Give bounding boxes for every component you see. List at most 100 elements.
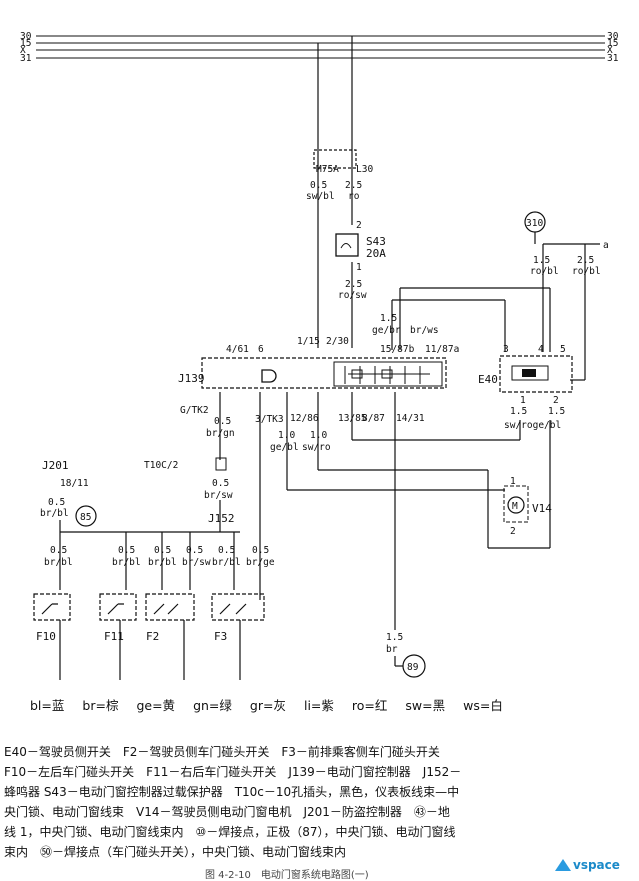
legend-item: gr=灰 <box>249 698 286 713</box>
pin-label: 1 <box>520 395 526 406</box>
pin-label: 8/87 <box>362 413 385 424</box>
wire-size: 0.5 <box>154 545 171 556</box>
pin-label: 3/TK3 <box>255 414 284 425</box>
legend-item: br=棕 <box>82 698 119 713</box>
controller-j139: J139 4/61 6 1/15 2/30 15/87b 11/87a G/TK… <box>178 336 459 425</box>
bus-labels-left: 30 15 X 31 <box>20 31 32 64</box>
wire-l30-label: L30 <box>356 164 373 175</box>
watermark-logo: vspace <box>555 858 620 872</box>
controller-j139-label: J139 <box>178 372 205 385</box>
ground-85: 85 <box>75 505 97 527</box>
logo-triangle-icon <box>555 859 571 871</box>
wire-size: 0.5 <box>252 545 269 556</box>
motor-symbol: M <box>512 501 518 512</box>
ground-85-label: 85 <box>80 512 91 523</box>
door-switches <box>33 593 265 680</box>
component-notes: E40－驾驶员侧开关 F2－驾驶员侧车门碰头开关 F3－前排乘客侧车门碰头开关 … <box>4 742 634 862</box>
bus-label-right: 31 <box>607 53 619 64</box>
bus-label-right: 15 <box>607 38 618 49</box>
fuse-rating: 20A <box>366 247 386 260</box>
bus-label-left: 31 <box>20 53 32 64</box>
switch-f10-label: F10 <box>36 630 56 643</box>
legend-item: sw=黑 <box>405 698 446 713</box>
note-line: E40－驾驶员侧开关 F2－驾驶员侧车门碰头开关 F3－前排乘客侧车门碰头开关 <box>4 745 440 759</box>
legend-item: gn=绿 <box>193 698 232 713</box>
switch-e40: E40 3 4 5 1 2 <box>478 344 573 406</box>
pin-label: 4/61 <box>226 344 249 355</box>
pin-label: 2/30 <box>326 336 349 347</box>
bus-labels-right: 30 15 X 31 <box>607 31 619 64</box>
note-line: 蜂鸣器 S43－电动门窗控制器过载保护器 T10c－10孔插头，黑色，仪表板线束… <box>4 785 460 799</box>
connector-t10c-label: T10C/2 <box>144 460 178 471</box>
wire-color: br/bl <box>40 508 69 519</box>
wire-size: 1.0 <box>278 430 295 441</box>
branch-wire-labels: 0.5 br/bl 0.5 br/bl 0.5 br/bl 0.5 br/sw … <box>44 545 275 568</box>
bus-label-right: 30 <box>607 31 619 42</box>
ground-89-label: 89 <box>407 662 419 673</box>
feed-wires <box>313 36 357 348</box>
wire-size: 2.5 <box>345 180 362 191</box>
legend-item: bl=蓝 <box>30 698 65 713</box>
bus-label-left: 30 <box>20 31 32 42</box>
fuse-pin: 2 <box>356 220 362 231</box>
pin-label: 2 <box>510 526 516 537</box>
wire-size: 0.5 <box>48 497 65 508</box>
wire-color: br/ws <box>410 325 439 336</box>
wiring-diagram: 30 15 X 31 30 15 X 31 M75A L30 0.5 sw/bl… <box>20 31 619 680</box>
module-j201-pins: 18/11 <box>60 478 89 489</box>
note-line: 束内 ㊿－焊接点（车门碰头开关），中央门锁、电动门窗线束内 <box>4 845 347 859</box>
wire-colors: sw/roge/bl <box>504 420 561 431</box>
wire-size: 2.5 <box>345 279 362 290</box>
switch-e40-label: E40 <box>478 373 498 386</box>
motor-v14: M V14 1 2 <box>503 476 552 537</box>
legend-item: ro=红 <box>351 698 388 713</box>
wire-color: ro/bl <box>530 266 559 277</box>
wire-size: 0.5 <box>186 545 203 556</box>
connector-a: a <box>603 240 609 251</box>
wire-color: ro/bl <box>572 266 601 277</box>
note-line: F10－左后车门碰头开关 F11－右后车门碰头开关 J139－电动门窗控制器 J… <box>4 765 462 779</box>
pin-label: 4 <box>538 344 544 355</box>
pin-label: 15/87b <box>380 344 415 355</box>
wire-m75a-label: M75A <box>316 164 339 175</box>
wire-color: ro <box>348 191 360 202</box>
motor-v14-label: V14 <box>532 502 552 515</box>
pin-label: 12/86 <box>290 413 319 424</box>
wire-size: 2.5 <box>577 255 594 266</box>
module-j201-label: J201 <box>42 459 69 472</box>
switch-f2-label: F2 <box>146 630 159 643</box>
wire-size: 0.5 <box>50 545 67 556</box>
legend-item: ws=白 <box>463 698 503 713</box>
wire-size: 1.5 <box>548 406 565 417</box>
wire-size: 1.5 <box>380 313 397 324</box>
bus-label-left: X <box>20 45 26 56</box>
note-line: 线 1，中央门锁、电动门窗线束内 ⑩－焊接点，正极（87），中央门锁、电动门窗线 <box>4 825 456 839</box>
connector-t10c: T10C/2 <box>144 457 227 471</box>
wire-size: 0.5 <box>118 545 135 556</box>
bus-lines <box>36 35 605 59</box>
buzzer-j152-label: J152 <box>208 512 235 525</box>
legend-item: ge=黄 <box>136 698 176 713</box>
ground-89: 89 <box>402 654 426 678</box>
bus-label-right: X <box>607 45 613 56</box>
switch-f11-label: F11 <box>104 630 124 643</box>
point-310-label: 310 <box>526 218 543 229</box>
wire-size: 1.0 <box>310 430 327 441</box>
wire-color: br/sw <box>204 490 233 501</box>
wire-color: br/ge <box>246 557 275 568</box>
pin-label: 1 <box>510 476 516 487</box>
color-legend: bl=蓝 br=棕 ge=黄 gn=绿 gr=灰 li=紫 ro=红 sw=黑 … <box>30 695 630 714</box>
wire-size: 1.5 <box>533 255 550 266</box>
wire-size: 0.5 <box>310 180 327 191</box>
wire-color: br/bl <box>212 557 241 568</box>
point-310: 310 <box>524 211 546 233</box>
wire-color: sw/bl <box>306 191 335 202</box>
wire-size: 0.5 <box>212 478 229 489</box>
wire-size: 0.5 <box>218 545 235 556</box>
pin-label: 14/31 <box>396 413 425 424</box>
fuse-name: S43 <box>366 235 386 248</box>
wire-color: ge/bl <box>270 442 299 453</box>
wire-color: br/bl <box>112 557 141 568</box>
switch-f3-label: F3 <box>214 630 227 643</box>
wire-color: br/bl <box>44 557 73 568</box>
